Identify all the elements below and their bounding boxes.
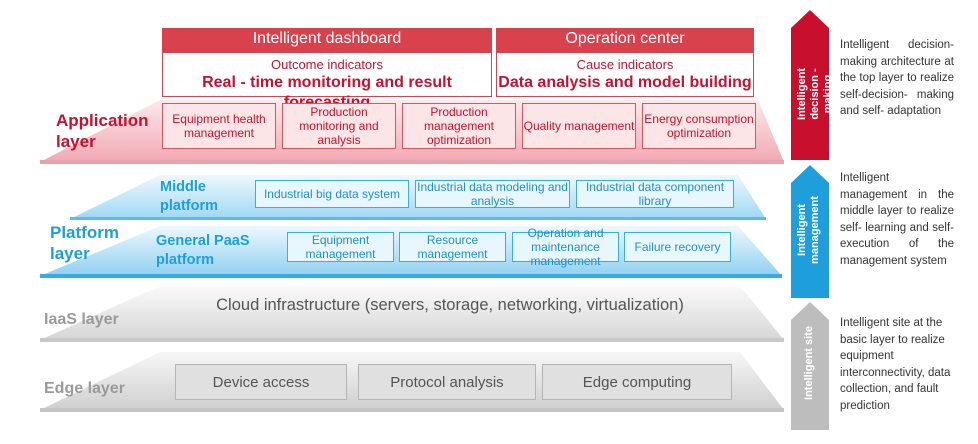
cause-indicators-main: Data analysis and model building [498,74,752,91]
site-arrow [791,302,829,430]
outcome-indicators-box: Outcome indicators Real - time monitorin… [162,52,492,111]
operation-center-header: Operation center [496,28,754,52]
middle-platform-label: Middle platform [160,179,218,214]
middle-box-big-data: Industrial big data system [255,180,409,208]
intelligent-dashboard-header: Intelligent dashboard [162,28,492,52]
arrow-label-site: Intelligent site [803,326,815,400]
middle-box-data-modeling: Industrial data modeling and analysis [415,180,570,208]
desc-management: Intelligent management in the middle lay… [840,172,954,267]
iaas-platform [40,286,784,340]
edge-box-protocol-analysis: Protocol analysis [358,364,536,400]
paas-box-resource-management: Resource management [399,232,506,262]
arrow-label-management: Intelligent management [796,196,821,264]
management-arrow [791,165,829,298]
edge-box-edge-computing: Edge computing [542,364,732,400]
app-box-quality-management: Quality management [522,103,636,149]
outcome-indicators-subtitle: Outcome indicators [271,57,383,72]
edge-box-device-access: Device access [175,364,347,400]
iaas-layer-label: IaaS layer [44,311,119,328]
decision-arrow [791,10,829,160]
platform-layer-label: Platform layer [50,223,119,263]
iaas-cloud-infrastructure-text: Cloud infrastructure (servers, storage, … [216,296,684,314]
application-layer-label: Application layer [56,111,149,151]
paas-box-operation-maintenance: Operation and maintenance management [512,226,619,268]
app-box-production-management: Production management optimization [402,103,516,149]
cause-indicators-subtitle: Cause indicators [576,57,674,72]
edge-layer-label: Edge layer [44,380,125,397]
app-box-energy-consumption: Energy consumption optimization [642,103,756,149]
cause-indicators-box: Cause indicators Data analysis and model… [496,52,754,97]
paas-box-equipment-management: Equipment management [287,232,394,262]
paas-box-failure-recovery: Failure recovery [624,232,731,262]
desc-site: Intelligent site at the basic layer to r… [840,317,951,412]
desc-decision-making: Intelligent decision-making architecture… [840,39,954,117]
general-paas-label: General PaaS platform [156,233,250,268]
arrow-label-decision-making: Intelligent decision - making [796,68,834,120]
middle-box-component-library: Industrial data component library [576,180,734,208]
app-box-equipment-health: Equipment health management [162,103,276,149]
app-box-production-monitoring: Production monitoring and analysis [282,103,396,149]
